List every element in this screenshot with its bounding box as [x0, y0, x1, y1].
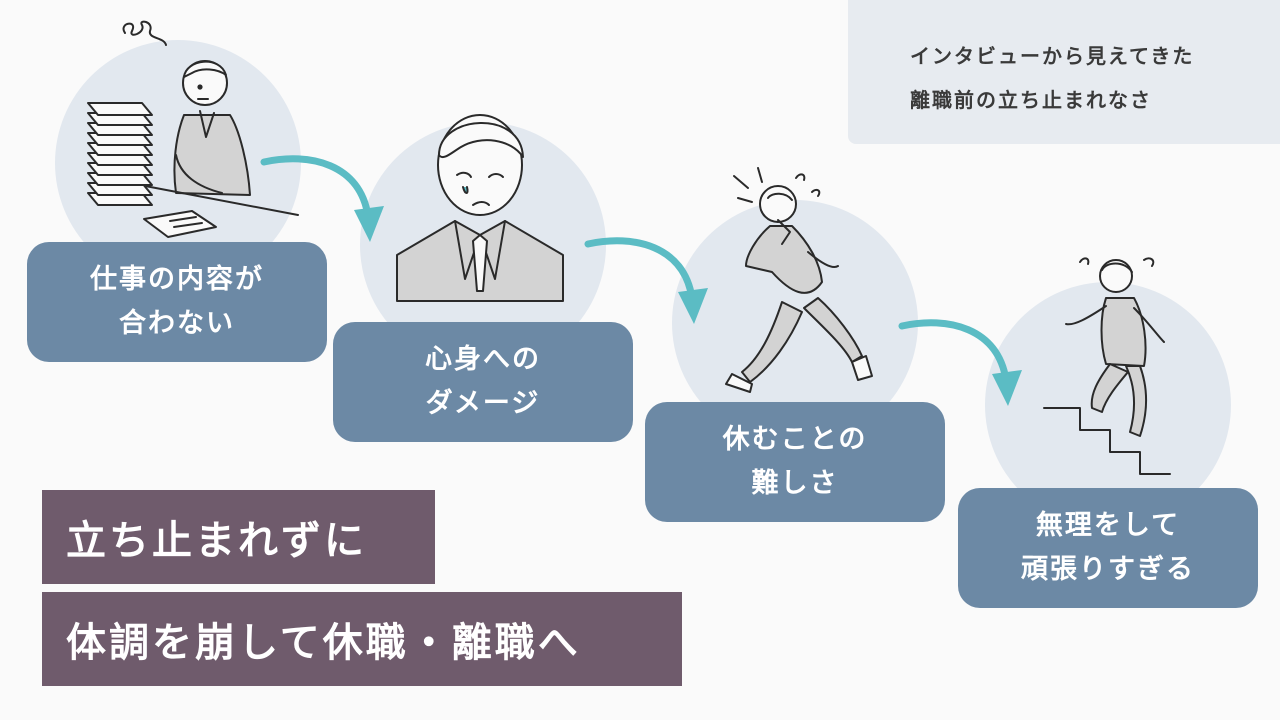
overworked-person-illustration — [87, 20, 299, 238]
step-2-line-2: ダメージ — [425, 388, 541, 419]
running-person-illustration — [725, 167, 873, 393]
step-1-line-1: 仕事の内容が — [90, 264, 264, 295]
arrow-3-to-4 — [898, 319, 1022, 406]
intro-note-line-2: 離職前の立ち止まれなさ — [910, 88, 1152, 112]
arrow-2-to-3 — [584, 237, 708, 324]
step-card-overexertion: 無理をして 頑張りすぎる — [958, 488, 1258, 608]
step-card-mental-physical-damage: 心身への ダメージ — [333, 322, 633, 442]
headline-banner-1: 立ち止まれずに — [42, 490, 435, 584]
intro-note: インタビューから見えてきた 離職前の立ち止まれなさ — [848, 0, 1280, 144]
sad-person-illustration — [396, 114, 564, 302]
headline-line-1: 立ち止まれずに — [66, 518, 367, 564]
step-2-line-1: 心身への — [425, 344, 541, 375]
headline-line-2: 体調を崩して休職・離職へ — [66, 620, 581, 666]
arrow-1-to-2 — [260, 155, 384, 242]
headline-banner-2: 体調を崩して休職・離職へ — [42, 592, 682, 686]
step-3-line-2: 難しさ — [751, 468, 839, 499]
step-3-line-1: 休むことの — [722, 424, 868, 455]
step-card-job-mismatch: 仕事の内容が 合わない — [27, 242, 327, 362]
step-card-hard-to-rest: 休むことの 難しさ — [645, 402, 945, 522]
step-1-line-2: 合わない — [119, 308, 235, 339]
step-4-line-2: 頑張りすぎる — [1021, 554, 1195, 585]
climbing-stairs-illustration — [1043, 257, 1171, 475]
intro-note-line-1: インタビューから見えてきた — [910, 44, 1195, 68]
step-4-line-1: 無理をして — [1035, 510, 1181, 541]
